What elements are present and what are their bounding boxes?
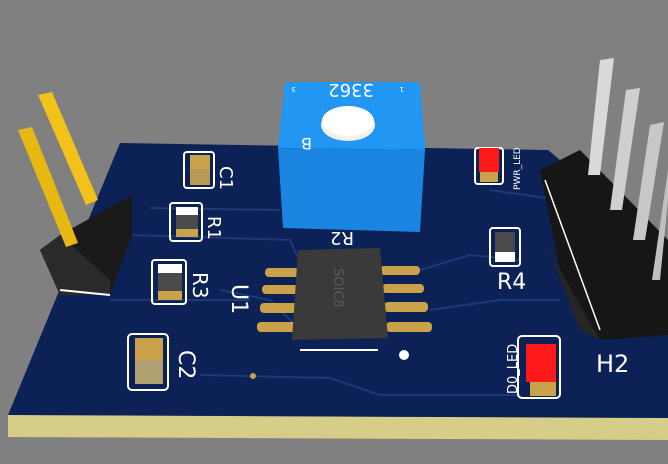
resistor-r3[interactable] [151,259,187,305]
label-r1: R1 [203,216,224,240]
capacitor-c1[interactable] [183,151,215,189]
label-h2: H2 [596,350,629,378]
label-d0-led: D0_LED [506,344,521,394]
pot-b: B [301,134,312,153]
pin-silver [610,88,640,210]
via [250,373,256,379]
ic-u1[interactable]: SOIC8 [257,248,432,360]
label-r2: R2 [330,227,354,248]
pin1-marker [399,350,409,360]
label-pwr-led: PWR_LED [513,147,523,190]
label-c2: C2 [173,350,198,379]
pot-pin3: 3 [292,85,296,93]
capacitor-c2[interactable] [127,333,169,391]
label-r3: R3 [188,272,212,299]
pin-silver [652,170,668,280]
board-edge [8,415,668,440]
ic-package: SOIC8 [330,268,345,308]
pin-gold [38,92,98,205]
resistor-r1[interactable] [169,202,203,242]
label-u1: U1 [226,284,251,314]
pin-silver [588,58,614,175]
pin-gold [18,127,78,247]
ic-pins [257,266,432,332]
led-d0[interactable] [517,335,561,399]
pot-pin1: 1 [400,85,404,93]
header-h1[interactable] [18,92,132,296]
label-c1: C1 [215,166,236,190]
resistor-r4[interactable] [489,227,521,267]
led-pwr[interactable] [474,147,504,185]
header-h2[interactable] [540,58,668,340]
potentiometer-r2[interactable]: 3362 B 1 3 [278,79,425,232]
pot-model: 3362 [328,79,374,100]
pin-silver [633,122,664,240]
label-r4: R4 [497,270,526,295]
